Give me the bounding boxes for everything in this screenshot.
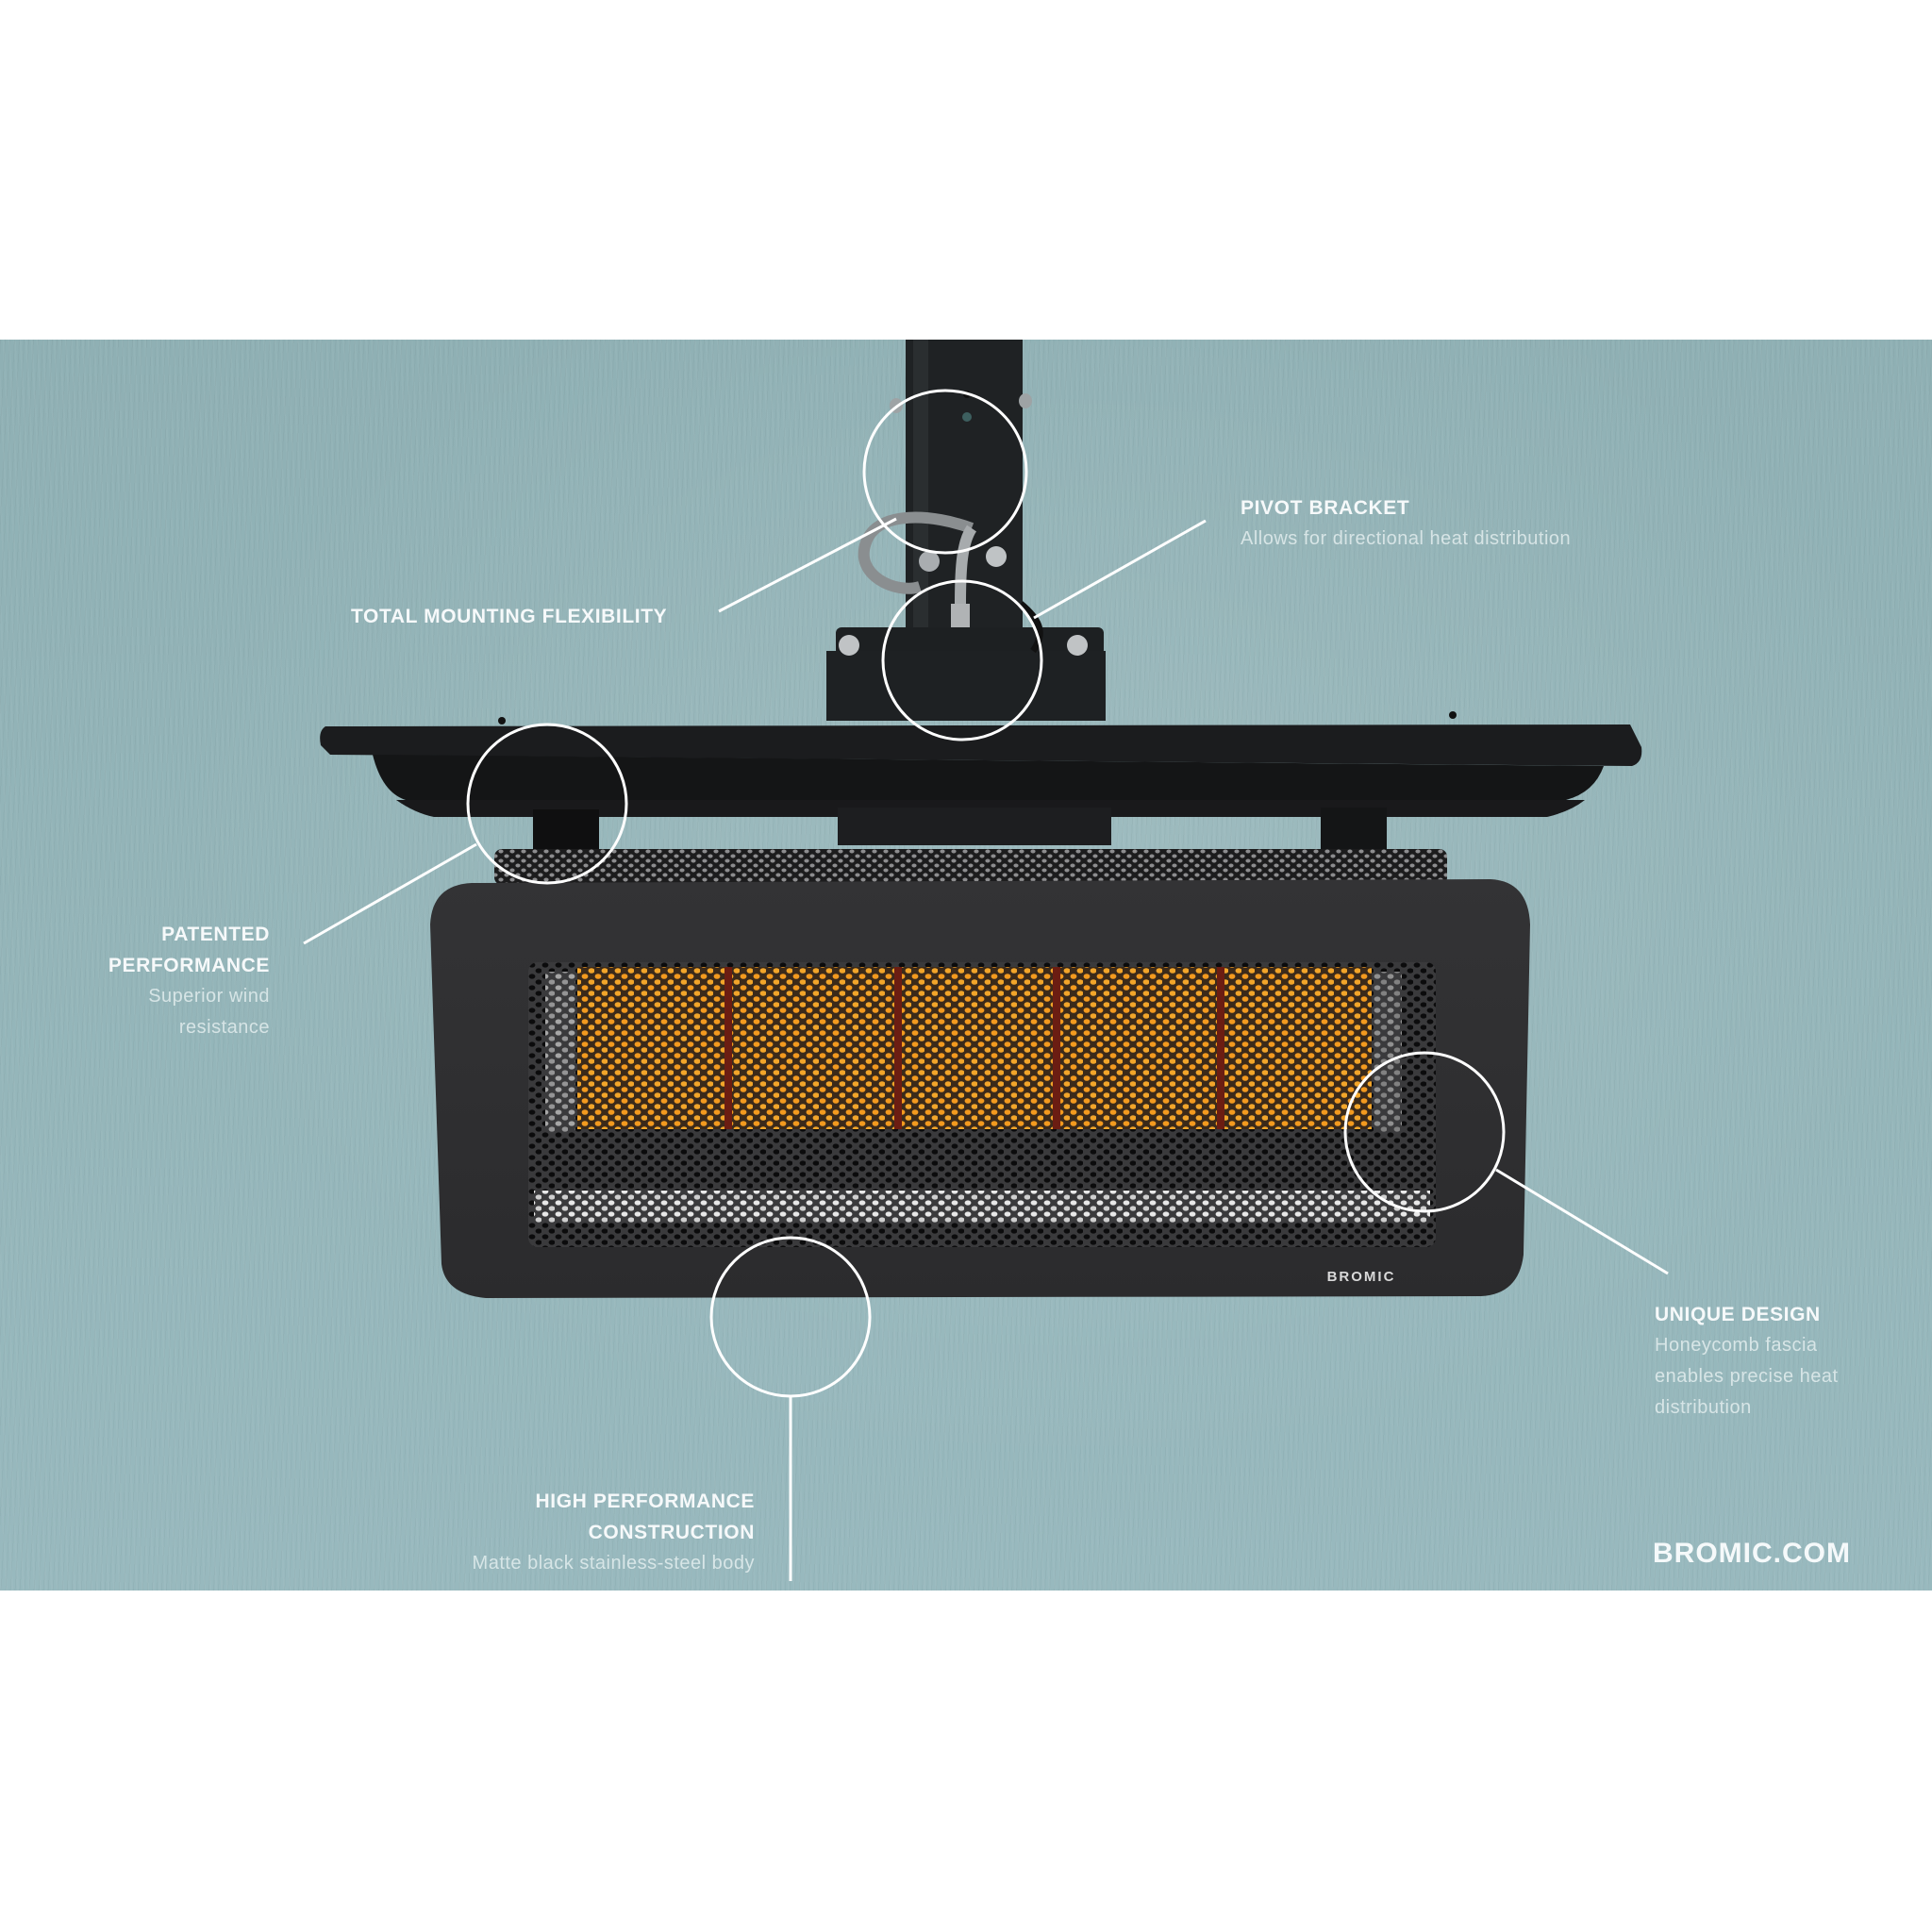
callout-circle-pivot	[881, 579, 1043, 741]
brand-logo: BROMIC	[1327, 1269, 1396, 1285]
callout-description: Matte black stainless-steel body	[472, 1553, 755, 1574]
callout-total-mounting-flexibility: TOTAL MOUNTING FLEXIBILITY	[351, 601, 667, 632]
callout-line-pivot	[1033, 519, 1207, 620]
heater-body: BROMIC	[430, 879, 1530, 1298]
website-url: BROMIC.COM	[1653, 1538, 1851, 1569]
callout-title-line-2: PERFORMANCE	[108, 955, 270, 976]
callout-line-unique	[1495, 1168, 1669, 1275]
callout-markers	[303, 389, 1669, 1581]
callout-description-line-2: resistance	[178, 1017, 270, 1038]
callout-high-performance-construction: HIGH PERFORMANCE CONSTRUCTION Matte blac…	[396, 1486, 755, 1579]
callout-description-line-1: Honeycomb fascia	[1655, 1335, 1818, 1356]
callout-line-mounting	[718, 517, 897, 613]
callout-title: PIVOT BRACKET	[1241, 497, 1410, 519]
callout-patented-performance: PATENTED PERFORMANCE Superior wind resis…	[81, 919, 270, 1043]
callout-title-line-2: CONSTRUCTION	[588, 1522, 755, 1543]
callout-line-patented	[303, 842, 477, 945]
callout-circle-unique	[1343, 1051, 1506, 1213]
callout-description-line-1: Superior wind	[148, 986, 270, 1007]
callout-title: UNIQUE DESIGN	[1655, 1304, 1821, 1325]
burner-glow	[577, 967, 1372, 1129]
callout-description: Allows for directional heat distribution	[1241, 528, 1572, 549]
callout-pivot-bracket: PIVOT BRACKET Allows for directional hea…	[1241, 492, 1571, 555]
callout-description-line-3: distribution	[1655, 1397, 1752, 1418]
callout-title-line-1: PATENTED	[161, 924, 270, 945]
callout-title-line-1: HIGH PERFORMANCE	[535, 1491, 755, 1512]
callout-title: TOTAL MOUNTING FLEXIBILITY	[351, 606, 668, 627]
callout-circle-mounting	[862, 389, 1028, 555]
heater-hood	[320, 711, 1642, 852]
top-vent-mesh	[494, 849, 1447, 885]
callout-circle-patented	[466, 723, 628, 885]
callout-unique-design: UNIQUE DESIGN Honeycomb fascia enables p…	[1655, 1299, 1839, 1424]
callout-description-line-2: enables precise heat	[1655, 1366, 1839, 1387]
